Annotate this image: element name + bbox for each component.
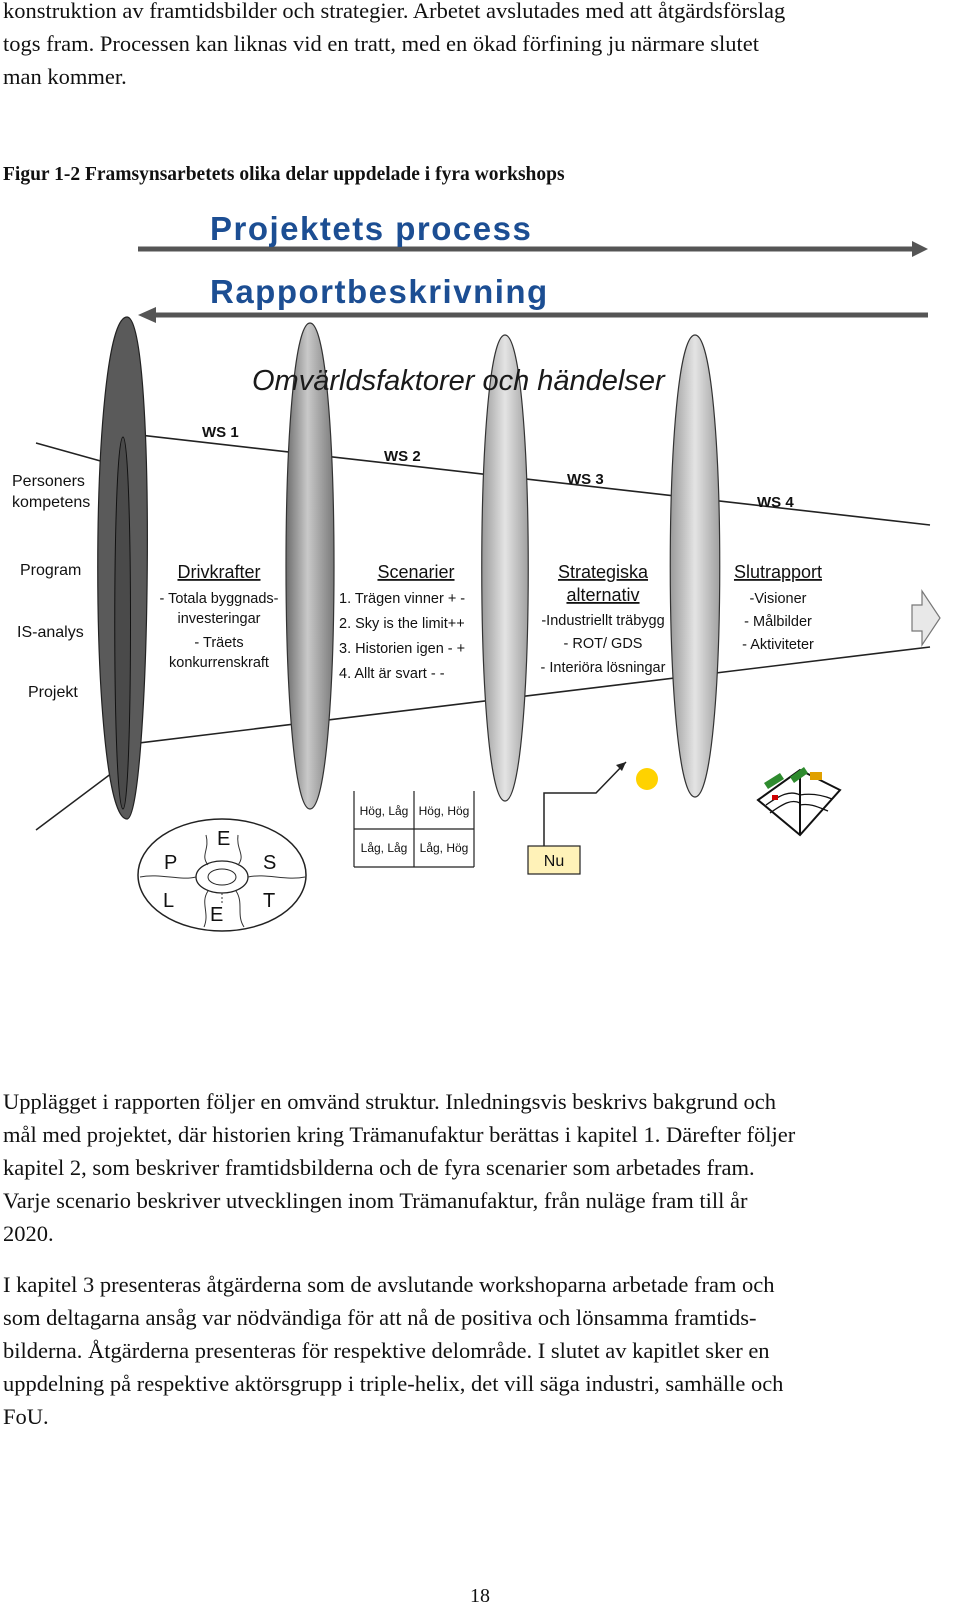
body-paragraph-2: I kapitel 3 presenteras åtgärderna som d… (3, 1268, 943, 1433)
paragraph-line: I kapitel 3 presenteras åtgärderna som d… (3, 1272, 775, 1297)
body-paragraph-1: Upplägget i rapporten följer en omvänd s… (3, 1085, 943, 1250)
intro-line: man kommer. (3, 64, 127, 89)
arrow-top-label: Projektets process (210, 210, 532, 247)
pest-letter: S (263, 852, 276, 874)
process-diagram: Projektets process Rapportbeskrivning Om… (12, 210, 941, 932)
svg-text:konkurrenskraft: konkurrenskraft (169, 655, 269, 671)
svg-text:- Interiöra lösningar: - Interiöra lösningar (541, 660, 666, 676)
open-book-icon (756, 767, 842, 837)
svg-text:3. Historien igen - +: 3. Historien igen - + (339, 641, 465, 657)
svg-text:4. Allt är svart - -: 4. Allt är svart - - (339, 666, 445, 682)
workshop-label-3: WS 3 (567, 471, 604, 488)
svg-text:Drivkrafter: Drivkrafter (177, 562, 260, 582)
paragraph-line: mål med projektet, där historien kring T… (3, 1122, 796, 1147)
matrix-cell: Låg, Hög (420, 841, 469, 855)
svg-text:Scenarier: Scenarier (377, 562, 454, 582)
svg-text:Strategiska: Strategiska (558, 562, 649, 582)
workshop-label-2: WS 2 (384, 448, 421, 465)
intro-text: konstruktion av framtidsbilder och strat… (3, 0, 943, 93)
workshop-label-4: WS 4 (757, 494, 794, 511)
column-slutrapport: Slutrapport -Visioner - Målbilder - Akti… (734, 562, 822, 653)
input-label: IS-analys (17, 624, 84, 641)
input-label: kompetens (12, 494, 90, 511)
input-label: Program (20, 562, 81, 579)
paragraph-line: 2020. (3, 1221, 54, 1246)
svg-text:Nu: Nu (544, 853, 564, 870)
pest-letter: L (163, 890, 174, 912)
arrow-bottom-label: Rapportbeskrivning (210, 273, 549, 310)
output-arrow (911, 589, 941, 647)
pest-disc: E P S L T E (137, 818, 307, 932)
svg-text:alternativ: alternativ (566, 585, 639, 605)
process-arrow-right (138, 241, 928, 257)
svg-text:2. Sky is the limit++: 2. Sky is the limit++ (339, 616, 465, 632)
intro-line: konstruktion av framtidsbilder och strat… (3, 0, 786, 23)
svg-text:-Industriellt träbygg: -Industriellt träbygg (541, 613, 664, 629)
paragraph-line: uppdelning på respektive aktörsgrupp i t… (3, 1371, 784, 1396)
workshop-ring-4 (669, 334, 721, 798)
svg-text:- ROT/ GDS: - ROT/ GDS (564, 636, 643, 652)
column-scenarier: Scenarier 1. Trägen vinner + - 2. Sky is… (339, 562, 465, 682)
pest-letter: E (217, 828, 230, 850)
scenario-matrix: Hög, Låg Hög, Hög Låg, Låg Låg, Hög (353, 791, 475, 868)
column-strategiska-alternativ: Strategiska alternativ -Industriellt trä… (541, 562, 666, 676)
svg-text:investeringar: investeringar (177, 611, 260, 627)
now-arrow (543, 761, 627, 846)
matrix-cell: Hög, Hög (419, 804, 470, 818)
svg-text:- Målbilder: - Målbilder (744, 614, 812, 630)
svg-text:1. Trägen vinner + -: 1. Trägen vinner + - (339, 591, 465, 607)
now-box: Nu (527, 845, 581, 875)
page-number: 18 (470, 1585, 490, 1607)
workshop-ring-3 (481, 334, 529, 802)
svg-text:Slutrapport: Slutrapport (734, 562, 822, 582)
input-label: Personers (12, 473, 85, 490)
workshop-ring-2 (285, 322, 335, 810)
input-label: Projekt (28, 684, 78, 701)
svg-text:- Aktiviteter: - Aktiviteter (742, 637, 814, 653)
process-arrow-left (138, 307, 928, 323)
matrix-cell: Hög, Låg (360, 804, 409, 818)
workshop-ring-1 (97, 316, 148, 820)
svg-text:- Träets: - Träets (194, 635, 243, 651)
figure-caption: Figur 1-2 Framsynsarbetets olika delar u… (3, 164, 565, 185)
sun-icon (636, 768, 658, 790)
funnel-label: Omvärldsfaktorer och händelser (252, 365, 666, 397)
pest-letter: T (263, 890, 275, 912)
svg-text:-Visioner: -Visioner (750, 591, 807, 607)
pest-letter: P (164, 852, 177, 874)
paragraph-line: Upplägget i rapporten följer en omvänd s… (3, 1089, 776, 1114)
paragraph-line: kapitel 2, som beskriver framtidsbildern… (3, 1155, 755, 1180)
paragraph-line: bilderna. Åtgärderna presenteras för res… (3, 1338, 770, 1363)
intro-line: togs fram. Processen kan liknas vid en t… (3, 31, 760, 56)
paragraph-line: FoU. (3, 1404, 49, 1429)
pest-letter: E (210, 904, 223, 926)
workshop-label-1: WS 1 (202, 424, 239, 441)
matrix-cell: Låg, Låg (361, 841, 408, 855)
paragraph-line: som deltagarna ansåg var nödvändiga för … (3, 1305, 757, 1330)
svg-text:- Totala byggnads-: - Totala byggnads- (159, 591, 278, 607)
paragraph-line: Varje scenario beskriver utvecklingen in… (3, 1188, 748, 1213)
column-drivkrafter: Drivkrafter - Totala byggnads- investeri… (159, 562, 278, 671)
